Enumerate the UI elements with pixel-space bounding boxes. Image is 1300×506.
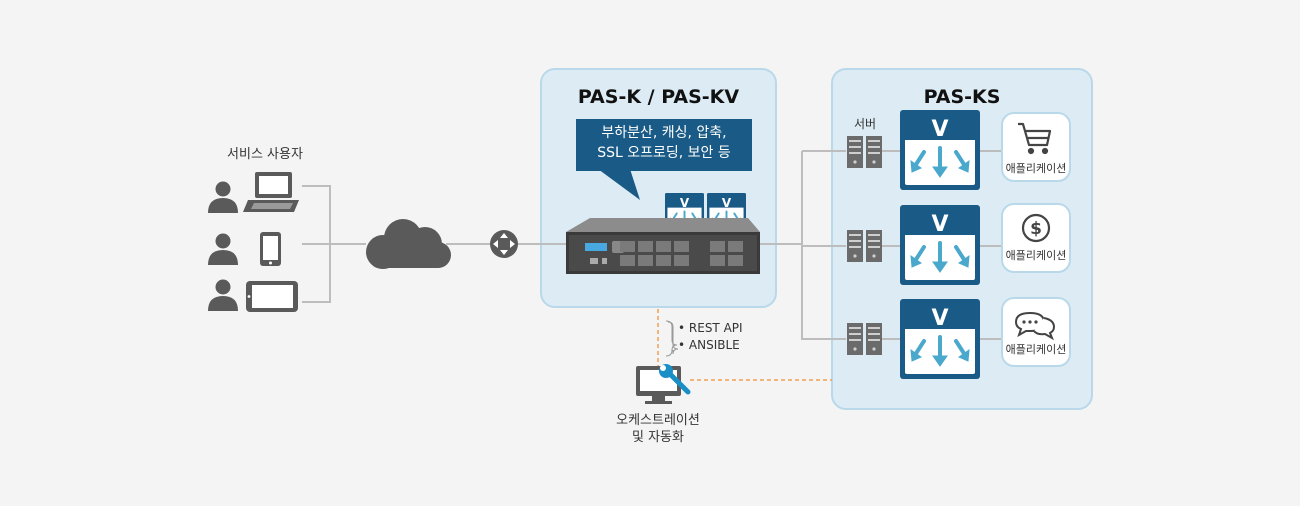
server-label: 서버 — [853, 117, 877, 131]
bubble-line-2: SSL 오프로딩, 보안 등 — [597, 145, 731, 161]
cart-icon — [1018, 122, 1052, 155]
router-icon — [490, 230, 518, 258]
connection-lines — [302, 150, 1002, 340]
bubble-line-1: 부하분산, 캐싱, 압축, — [601, 125, 727, 141]
pas-k-title: PAS-K / PAS-KV — [577, 86, 740, 108]
svg-text:$: $ — [1030, 219, 1042, 239]
smartphone-icon — [260, 232, 281, 266]
orchestration-label: 오케스트레이션 및 자동화 — [598, 412, 718, 446]
api-brace — [667, 321, 679, 355]
vnf-large-letter: V — [931, 306, 948, 331]
orchestration-line-2: 및 자동화 — [632, 430, 684, 445]
appliance-device — [566, 218, 760, 274]
features-bubble: 부하분산, 캐싱, 압축, SSL 오프로딩, 보안 등 — [576, 119, 752, 171]
cloud-icon — [366, 219, 451, 269]
vnf-small-letter: V — [680, 196, 690, 210]
orchestration-line-1: 오케스트레이션 — [616, 413, 700, 428]
api-item-ansible: • ANSIBLE — [678, 338, 740, 352]
app-label: 애플리케이션 — [1005, 343, 1067, 356]
chat-icon — [1014, 311, 1056, 341]
orchestration-monitor-icon — [636, 366, 681, 404]
pas-ks-title: PAS-KS — [923, 86, 1001, 108]
app-label: 애플리케이션 — [1005, 249, 1067, 262]
management-dashed-lines — [657, 309, 832, 381]
user-person-icon — [208, 279, 238, 311]
bubble-tail — [598, 169, 640, 200]
wrench-icon — [659, 364, 691, 395]
user-person-icon — [208, 181, 238, 213]
service-users-label: 서비스 사용자 — [227, 147, 303, 162]
api-item-rest: • REST API — [678, 321, 743, 335]
laptop-icon — [243, 172, 299, 212]
vnf-large-letter: V — [931, 117, 948, 142]
user-person-icon — [208, 233, 238, 265]
vnf-small-letter: V — [722, 196, 732, 210]
app-label: 애플리케이션 — [1005, 162, 1067, 175]
vnf-large-letter: V — [931, 212, 948, 237]
tablet-icon — [246, 281, 298, 312]
dollar-icon: $ — [1021, 213, 1051, 243]
